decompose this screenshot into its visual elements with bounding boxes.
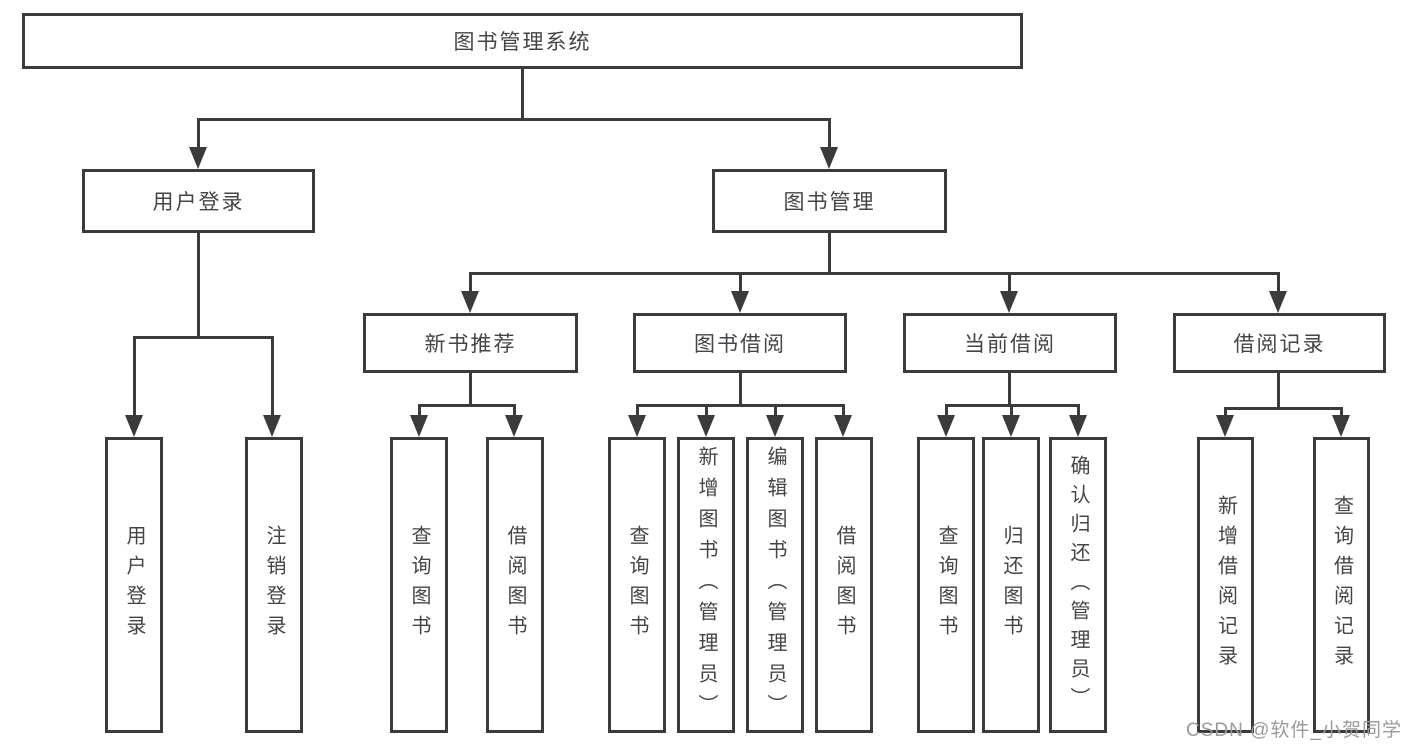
arrow-down-icon (263, 415, 281, 437)
connector-line (842, 404, 845, 418)
leaf-query-books-recommend: 查询图书 (390, 437, 448, 733)
leaf-confirm-return-admin: 确认归还（管理员） (1049, 437, 1107, 733)
connector-line (133, 336, 136, 418)
leaf-add-borrow-record: 新增借阅记录 (1197, 437, 1254, 733)
connector-line (133, 336, 274, 339)
arrow-down-icon (1269, 291, 1287, 313)
leaf-query-books-borrow: 查询图书 (608, 437, 666, 733)
node-root-system: 图书管理系统 (22, 13, 1023, 69)
leaf-edit-book-admin: 编辑图书（管理员） (746, 437, 804, 733)
connector-line (1224, 407, 1227, 418)
leaf-user-login: 用户登录 (105, 437, 163, 733)
arrow-down-icon (505, 415, 523, 437)
connector-line (513, 404, 516, 418)
leaf-return-book: 归还图书 (982, 437, 1040, 733)
node-new-book-recommend: 新书推荐 (363, 313, 578, 373)
arrow-down-icon (766, 415, 784, 437)
csdn-watermark: CSDN @软件_小贺同学 (1186, 720, 1402, 741)
arrow-down-icon (1216, 415, 1234, 437)
leaf-query-books-current: 查询图书 (917, 437, 975, 733)
connector-line (197, 118, 831, 121)
node-book-management: 图书管理 (712, 169, 947, 233)
node-current-borrow: 当前借阅 (903, 313, 1117, 373)
leaf-query-borrow-record: 查询借阅记录 (1313, 437, 1370, 733)
arrow-down-icon (628, 415, 646, 437)
arrow-down-icon (820, 147, 838, 169)
leaf-logout: 注销登录 (245, 437, 303, 733)
connector-line (469, 272, 472, 294)
arrow-down-icon (1002, 415, 1020, 437)
node-borrow-records: 借阅记录 (1173, 313, 1386, 373)
connector-line (945, 404, 948, 418)
connector-line (197, 118, 200, 150)
arrow-down-icon (1332, 415, 1350, 437)
node-book-borrow: 图书借阅 (633, 313, 847, 373)
connector-line (469, 373, 472, 404)
connector-line (739, 373, 742, 404)
connector-line (1340, 407, 1343, 418)
connector-line (705, 404, 708, 418)
connector-line (1277, 272, 1280, 294)
arrow-down-icon (731, 291, 749, 313)
arrow-down-icon (697, 415, 715, 437)
arrow-down-icon (834, 415, 852, 437)
connector-line (828, 118, 831, 150)
leaf-borrow-books-borrow: 借阅图书 (815, 437, 873, 733)
connector-line (1224, 407, 1342, 410)
connector-line (418, 404, 516, 407)
leaf-borrow-books-recommend: 借阅图书 (486, 437, 544, 733)
connector-line (828, 233, 831, 272)
connector-line (418, 404, 421, 418)
connector-line (521, 69, 524, 118)
connector-line (739, 272, 742, 294)
arrow-down-icon (1000, 291, 1018, 313)
connector-line (1077, 404, 1080, 418)
arrow-down-icon (125, 415, 143, 437)
connector-line (1008, 272, 1011, 294)
arrow-down-icon (937, 415, 955, 437)
arrow-down-icon (1069, 415, 1087, 437)
arrow-down-icon (189, 147, 207, 169)
connector-line (197, 233, 200, 336)
leaf-add-book-admin: 新增图书（管理员） (677, 437, 735, 733)
connector-line (469, 272, 1279, 275)
connector-line (774, 404, 777, 418)
connector-line (1008, 373, 1011, 404)
connector-line (636, 404, 844, 407)
arrow-down-icon (410, 415, 428, 437)
arrow-down-icon (461, 291, 479, 313)
connector-line (636, 404, 639, 418)
connector-line (1277, 373, 1280, 407)
connector-line (1010, 404, 1013, 418)
node-user-login: 用户登录 (82, 169, 315, 233)
connector-line (271, 336, 274, 418)
